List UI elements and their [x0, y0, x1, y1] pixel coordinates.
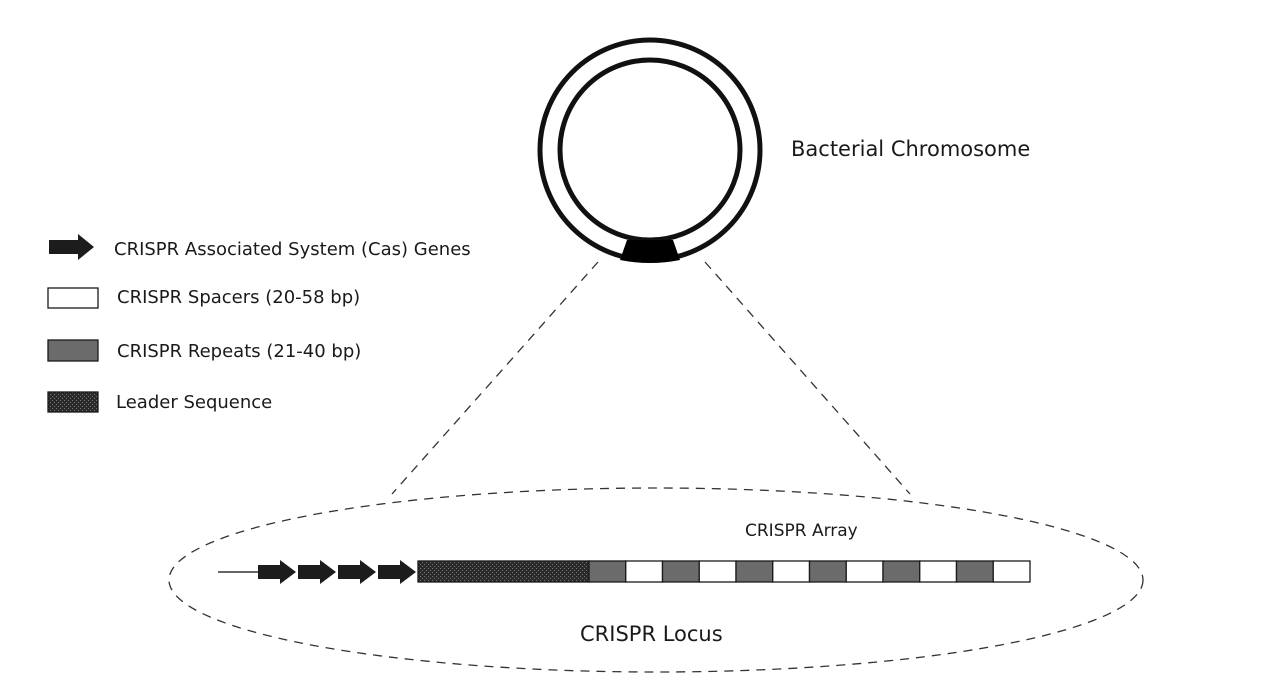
cas-gene-arrow-icon — [298, 560, 336, 584]
crispr-repeat-segment — [588, 560, 627, 583]
crispr-spacer-segment — [845, 560, 884, 583]
crispr-repeat-segment — [661, 560, 700, 583]
cas-gene-arrow-icon — [258, 560, 296, 584]
chromosome-outer-ring — [537, 37, 763, 263]
leader-sequence-block — [417, 560, 590, 583]
legend-label-spacer: CRISPR Spacers (20-58 bp) — [117, 287, 360, 308]
legend-cas-arrow-icon — [49, 234, 94, 260]
locus-marker-on-chromosome — [620, 240, 680, 263]
cas-gene-arrow-icon — [338, 560, 376, 584]
cas-gene-arrow-icon — [378, 560, 416, 584]
legend-label-cas: CRISPR Associated System (Cas) Genes — [114, 239, 471, 260]
crispr-spacer-segment — [625, 560, 664, 583]
crispr-spacer-segment — [772, 560, 811, 583]
legend-label-leader: Leader Sequence — [116, 392, 272, 413]
crispr-array — [588, 560, 1031, 583]
legend-spacer-swatch — [47, 287, 99, 309]
crispr-locus — [218, 560, 1031, 584]
cas-genes — [258, 560, 416, 584]
crispr-array-label: CRISPR Array — [745, 521, 858, 541]
legend: CRISPR Associated System (Cas) Genes CRI… — [47, 234, 471, 413]
crispr-repeat-segment — [808, 560, 847, 583]
crispr-locus-label: CRISPR Locus — [580, 622, 723, 646]
crispr-spacer-segment — [698, 560, 737, 583]
zoom-line-right — [704, 261, 911, 495]
chromosome-inner-ring — [557, 57, 743, 243]
legend-leader-swatch — [47, 391, 99, 413]
bacterial-chromosome — [537, 37, 763, 263]
crispr-repeat-segment — [735, 560, 774, 583]
crispr-spacer-segment — [919, 560, 958, 583]
crispr-spacer-segment — [992, 560, 1031, 583]
legend-repeat-swatch — [47, 339, 99, 362]
legend-label-repeat: CRISPR Repeats (21-40 bp) — [117, 341, 361, 362]
zoom-line-left — [391, 261, 599, 495]
crispr-repeat-segment — [882, 560, 921, 583]
chromosome-label: Bacterial Chromosome — [791, 137, 1030, 161]
crispr-repeat-segment — [955, 560, 994, 583]
locus-ellipse — [168, 487, 1144, 673]
